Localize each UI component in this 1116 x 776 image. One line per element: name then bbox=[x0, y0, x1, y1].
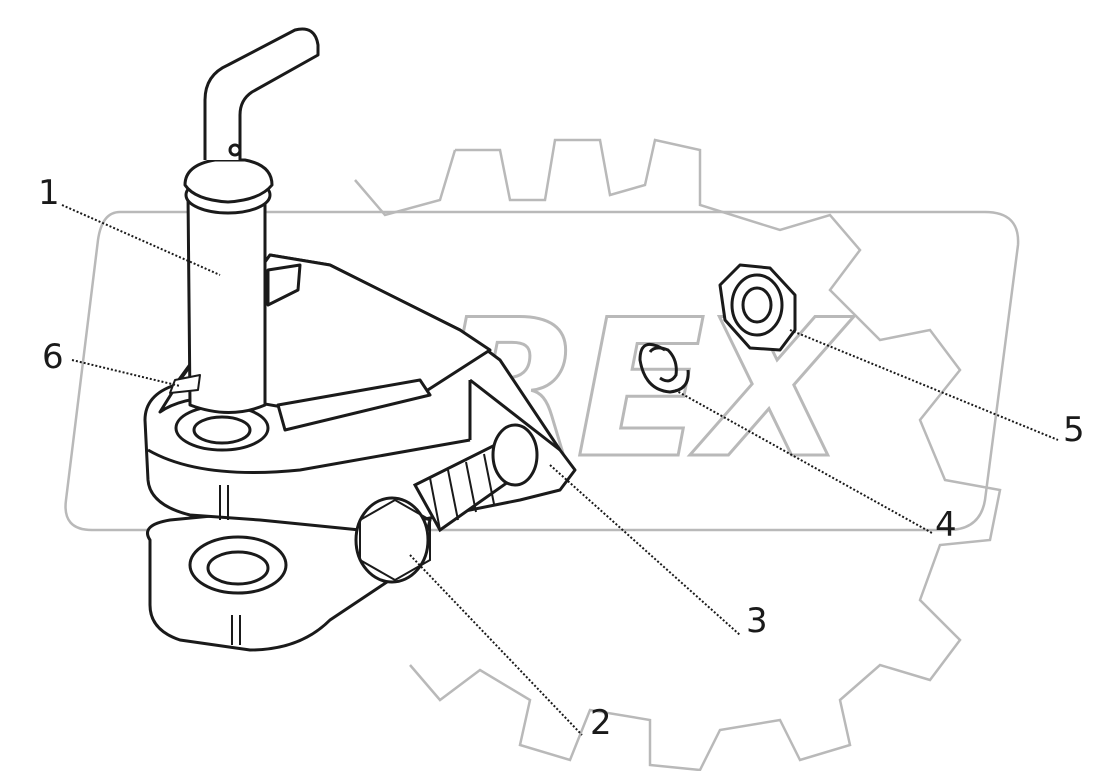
callout-label-6: 6 bbox=[42, 337, 64, 377]
callout-label-1: 1 bbox=[38, 173, 60, 213]
callout-label-5: 5 bbox=[1063, 410, 1085, 450]
watermark-gear bbox=[354, 138, 1002, 772]
spring-washer bbox=[638, 342, 690, 394]
leader-line-6 bbox=[71, 359, 181, 387]
leader-line-5 bbox=[789, 329, 1059, 441]
hex-nut bbox=[718, 263, 797, 352]
pin-with-handle bbox=[169, 27, 320, 414]
callout-label-3: 3 bbox=[746, 601, 768, 641]
leader-line-3 bbox=[549, 464, 741, 636]
leader-line-1 bbox=[61, 204, 221, 276]
watermark-frame bbox=[64, 210, 1020, 532]
leader-lines bbox=[61, 204, 1059, 736]
leader-line-4 bbox=[674, 389, 933, 534]
callout-label-2: 2 bbox=[590, 703, 612, 743]
leader-line-2 bbox=[409, 554, 583, 736]
callout-label-4: 4 bbox=[935, 505, 957, 545]
bolt bbox=[354, 423, 539, 584]
